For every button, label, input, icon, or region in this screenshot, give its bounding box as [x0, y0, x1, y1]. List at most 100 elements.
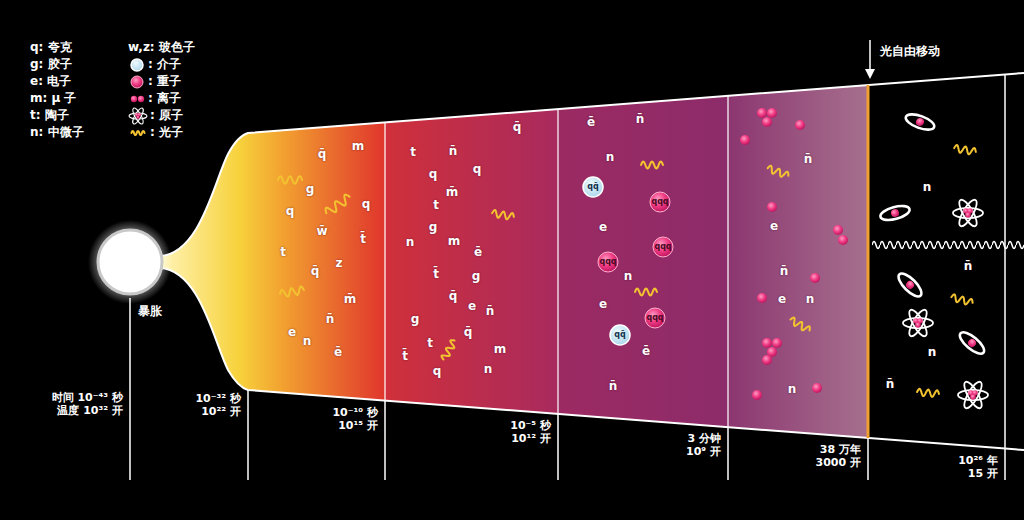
atom-icon: [953, 198, 983, 229]
electron-orbit: [895, 270, 925, 300]
legend-text: n: 中微子: [30, 126, 84, 140]
electron-orbit: [906, 308, 930, 339]
photon-icon: [954, 145, 977, 156]
particle-symbol: n: [788, 383, 797, 397]
legend-text: t: 陶子: [30, 109, 69, 123]
particle-symbol: n̄: [326, 313, 335, 327]
hadron-era-band: [558, 96, 728, 427]
divider: [384, 122, 386, 400]
baryon-quarks: qqq: [599, 257, 616, 266]
light-arrow: [865, 40, 875, 79]
particle-symbol: q̄: [464, 326, 473, 340]
electron-orbit: [961, 380, 985, 411]
particle-symbol: g: [472, 270, 481, 284]
particle-symbol: t: [433, 199, 439, 213]
particle-symbol: n̄: [804, 153, 813, 167]
particle-symbol: n: [923, 181, 932, 195]
legend-text: g: 胶子: [30, 58, 72, 72]
photon-icon: [492, 210, 515, 221]
temperature-label: 10²² 开: [201, 406, 241, 419]
ion-icon: [810, 273, 820, 283]
tick: [1004, 449, 1006, 481]
nucleus: [904, 279, 915, 290]
particle-symbol: n: [303, 335, 312, 349]
photon-icon: [440, 339, 457, 362]
ion-icon: [757, 108, 767, 118]
particle-symbol: e: [778, 293, 786, 307]
atom-icon: [904, 111, 936, 133]
particle-symbol: n̄: [486, 305, 495, 319]
photon-icon: [950, 294, 973, 306]
particle-symbol: e: [770, 220, 778, 234]
recombination-line: [867, 85, 870, 438]
electron-orbit: [904, 111, 936, 133]
temperature-label: 3000 开: [816, 457, 861, 470]
particle-symbol: n̄: [964, 260, 973, 274]
particle-symbol: g: [411, 313, 420, 327]
legend-text: q: 夸克: [30, 41, 72, 55]
baryon-icon: [131, 76, 143, 88]
meson-icon: [131, 59, 143, 71]
nucleus: [915, 322, 921, 328]
particle-symbol: q: [286, 205, 295, 219]
particle-symbol: q: [362, 198, 371, 212]
ion-icon: [767, 202, 777, 212]
atom-icon: [903, 308, 933, 339]
particle-symbol: n̄: [780, 265, 789, 279]
particle-symbol: m̄: [344, 293, 357, 307]
particle-symbol: n: [484, 363, 493, 377]
legend-text: : 介子: [148, 58, 181, 72]
particle-symbol: n̄: [886, 378, 895, 392]
particle-symbol: q: [429, 168, 438, 182]
divider: [1004, 75, 1006, 449]
tick: [384, 401, 386, 480]
temperature-label: 10¹² 开: [511, 433, 551, 446]
particle-symbol: q: [433, 365, 442, 379]
particle-symbol: n: [806, 293, 815, 307]
electron-orbit: [906, 308, 930, 339]
particle-symbol: n: [928, 346, 937, 360]
meson-quarks: qq̄: [587, 182, 598, 191]
big-bang-glow: [88, 220, 172, 304]
arrow-head: [865, 69, 875, 79]
ion-icon: [762, 355, 772, 365]
photon-icon: [279, 286, 304, 298]
background-radiation-wave: [872, 237, 1024, 253]
temperature-label: 温度 10³² 开: [57, 405, 123, 418]
photon-icon: [766, 165, 789, 179]
quark-era-band: [385, 109, 558, 414]
nucleus: [966, 337, 977, 348]
legend-text: : 重子: [148, 75, 181, 89]
time-ticks: [130, 298, 1005, 480]
particle-symbol: m: [494, 343, 507, 357]
photon-icon: [278, 176, 302, 184]
particle-symbol: t̄: [402, 350, 408, 364]
ion-icon: [838, 235, 848, 245]
time-label: 10⁻¹⁰ 秒: [332, 407, 378, 420]
particle-symbol: m: [448, 235, 461, 249]
nucleus: [136, 116, 139, 119]
electron-orbit: [129, 113, 147, 119]
time-label: 3 分钟: [688, 433, 721, 446]
particle-symbol: w̄: [316, 225, 327, 239]
ion-icon: [757, 293, 767, 303]
particle-symbol: t: [280, 246, 286, 260]
era-dividers: [385, 75, 1005, 449]
photon-icon: [324, 193, 353, 217]
electron-orbit: [961, 380, 985, 411]
particle-symbol: n̄: [636, 113, 645, 127]
electron-orbit: [957, 329, 988, 357]
legend-text: : 原子: [150, 109, 183, 123]
electron-orbit: [953, 208, 983, 218]
particle-symbol: q̄: [318, 148, 327, 162]
legend-text: w,z: 玻色子: [128, 41, 195, 55]
legend-text: : 光子: [150, 126, 183, 140]
atom-icon: [958, 380, 988, 411]
ion-icon: [740, 135, 750, 145]
atom-icon: [129, 107, 147, 126]
electron-orbit: [879, 203, 911, 222]
particle-symbol: t̄: [360, 233, 366, 247]
time-label: 38 万年: [820, 444, 861, 457]
